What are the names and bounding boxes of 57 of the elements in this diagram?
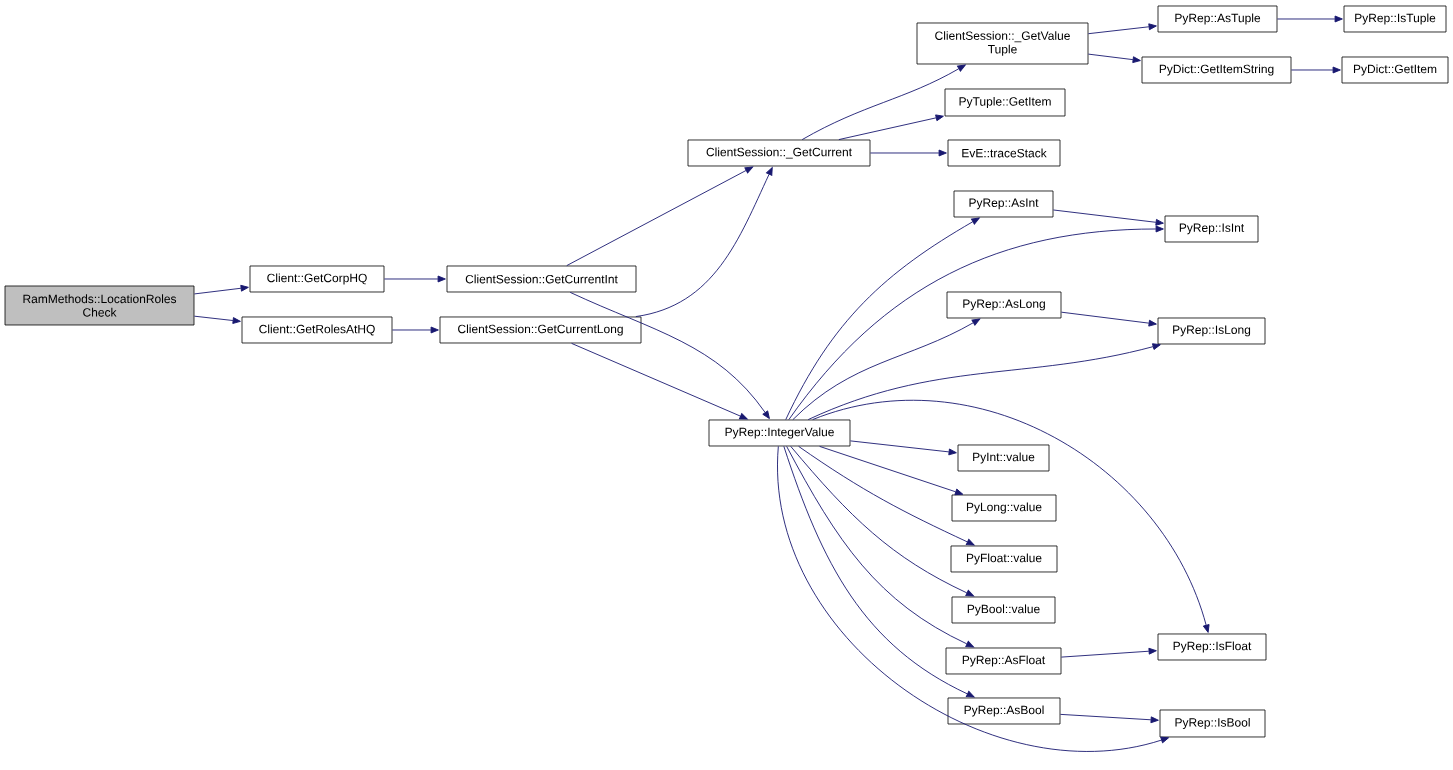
arrow <box>792 318 981 421</box>
function-box: Client::GetCorpHQ <box>249 265 385 293</box>
arrow <box>193 315 241 324</box>
function-box: PyRep::IsFloat <box>1157 633 1267 661</box>
arrow <box>786 445 975 648</box>
function-box: ClientSession::GetCurrentInt <box>446 265 637 293</box>
function-box: PyRep::AsFloat <box>945 647 1062 675</box>
function-box: PyLong::value <box>951 494 1057 522</box>
arrow <box>1087 53 1141 64</box>
arrow <box>785 217 980 421</box>
arrow <box>1052 209 1164 226</box>
function-box: PyTuple::GetItem <box>944 88 1066 117</box>
function-box: PyRep::AsTuple <box>1157 5 1278 33</box>
function-box: PyRep::IsInt <box>1164 215 1259 243</box>
arrow <box>1060 311 1157 327</box>
arrow <box>635 167 773 318</box>
function-box: ClientSession::_GetValue Tuple <box>916 22 1089 65</box>
function-box: PyRep::IsTuple <box>1343 5 1447 33</box>
arrow <box>790 445 975 597</box>
function-box: PyRep::AsBool <box>947 697 1061 725</box>
function-box: EvE::traceStack <box>947 139 1061 167</box>
arrow <box>812 400 1210 633</box>
arrow <box>566 166 754 267</box>
function-box: Client::GetRolesAtHQ <box>241 316 393 344</box>
function-box: RamMethods::LocationRoles Check <box>4 285 195 326</box>
arrow <box>571 342 748 420</box>
function-box: PyInt::value <box>957 444 1050 472</box>
function-box: ClientSession::_GetCurrent <box>687 139 871 167</box>
arrow <box>777 445 1170 752</box>
arrow <box>798 445 975 546</box>
arrow <box>849 440 957 456</box>
arrow <box>1059 713 1159 724</box>
arrow <box>1290 66 1341 74</box>
arrow <box>391 326 439 334</box>
function-box: PyBool::value <box>951 596 1056 624</box>
arrow <box>383 275 446 283</box>
function-box: PyDict::GetItemString <box>1141 56 1292 84</box>
arrow <box>838 114 944 141</box>
arrow <box>801 64 966 141</box>
function-box: PyRep::IntegerValue <box>708 419 851 447</box>
arrow <box>1087 23 1157 35</box>
arrow <box>783 445 975 698</box>
arrow <box>1276 15 1343 23</box>
arrow <box>869 149 947 157</box>
function-box: PyFloat::value <box>950 545 1058 573</box>
arrow <box>193 284 249 295</box>
arrow <box>819 445 964 496</box>
function-box: PyRep::IsLong <box>1157 317 1266 345</box>
arrow <box>569 291 770 419</box>
function-box: PyRep::AsLong <box>946 291 1062 319</box>
arrow <box>788 225 1164 421</box>
function-box: PyRep::IsBool <box>1159 709 1266 738</box>
function-box: PyRep::AsInt <box>953 190 1054 218</box>
arrow <box>807 343 1161 421</box>
function-box: ClientSession::GetCurrentLong <box>439 316 642 344</box>
arrow <box>1060 647 1157 658</box>
function-box: PyDict::GetItem <box>1341 56 1449 84</box>
